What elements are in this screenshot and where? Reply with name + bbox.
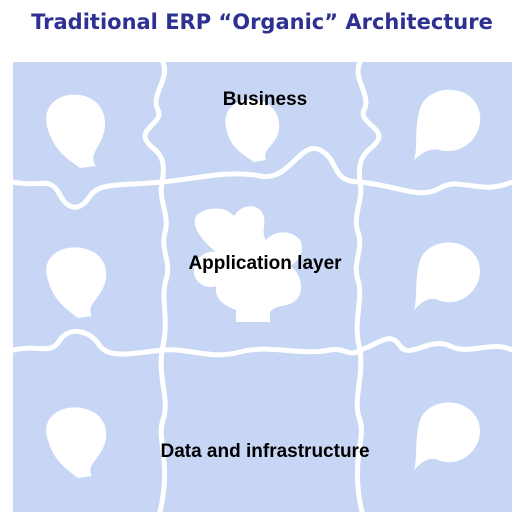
seam-vertical-left (142, 59, 171, 512)
layer-label-business: Business (222, 89, 308, 110)
seam-horizontal-bottom (10, 329, 515, 358)
layer-label-application: Application layer (188, 253, 342, 274)
knob-bottom-right (414, 402, 480, 470)
knob-top-right (414, 89, 481, 160)
knob-mid-right (414, 242, 480, 310)
seam-horizontal-top (10, 146, 515, 210)
diagram-title: Traditional ERP “Organic” Architecture (31, 10, 493, 34)
puzzle-piece-bottom-center (163, 350, 360, 512)
knob-top-left (46, 94, 105, 168)
puzzle-knobs (46, 89, 481, 478)
knob-top-center (225, 99, 280, 162)
center-missing-piece (193, 206, 303, 322)
layer-label-data: Data and infrastructure (160, 441, 370, 462)
knob-bottom-left (46, 407, 107, 478)
seam-vertical-right (353, 59, 382, 512)
knob-mid-left (46, 247, 107, 318)
puzzle-seams (10, 59, 515, 512)
